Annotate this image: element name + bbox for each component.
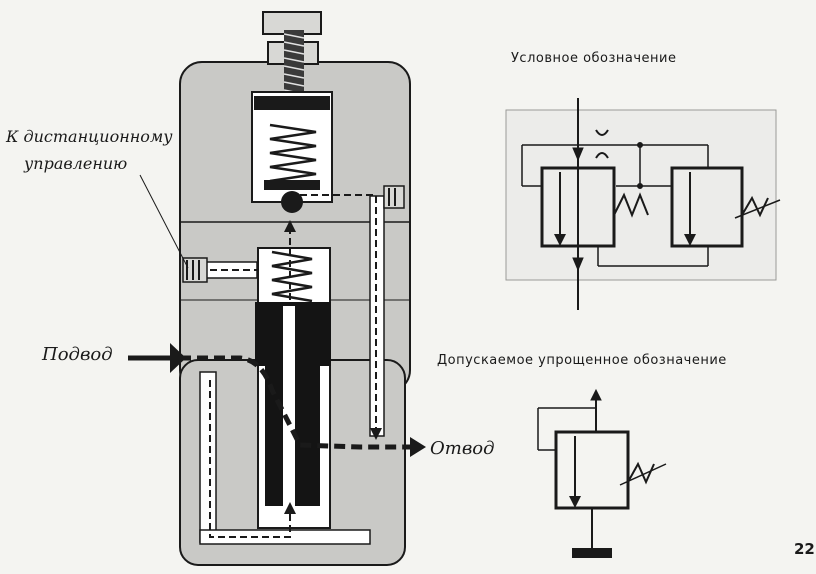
remote-port-thread <box>182 257 208 283</box>
bottom-up-arrow-icon <box>284 502 296 514</box>
supply-arrow-icon <box>170 343 186 373</box>
pilot-spring-chamber <box>251 91 333 213</box>
remote-control-label-line2: управлению <box>24 154 128 173</box>
supply-label: Подвод <box>42 344 113 365</box>
channels <box>194 195 385 545</box>
pilot-up-arrow-icon <box>284 220 296 232</box>
simplified-symbol <box>537 388 667 558</box>
main-flow-path <box>180 355 420 450</box>
main-spring <box>271 250 313 303</box>
remote-leader-line <box>139 174 189 269</box>
spool <box>255 302 331 506</box>
pilot-flow-path <box>209 194 377 538</box>
symbol-title: Условное обозначение <box>511 51 677 66</box>
tank-icon <box>572 548 612 558</box>
adjusting-screw <box>262 11 322 100</box>
drain-arrow-icon <box>410 437 426 457</box>
drain-label: Отвод <box>430 438 495 459</box>
page-number: 22 <box>794 540 815 558</box>
full-symbol <box>505 98 781 310</box>
remote-control-label-line1: К дистанционному <box>6 127 173 146</box>
pilot-ball <box>281 191 303 213</box>
upper-plug-thread <box>383 185 405 209</box>
channel-down-arrow-icon <box>370 428 382 440</box>
simplified-symbol-title: Допускаемое упрощенное обозначение <box>437 353 727 368</box>
